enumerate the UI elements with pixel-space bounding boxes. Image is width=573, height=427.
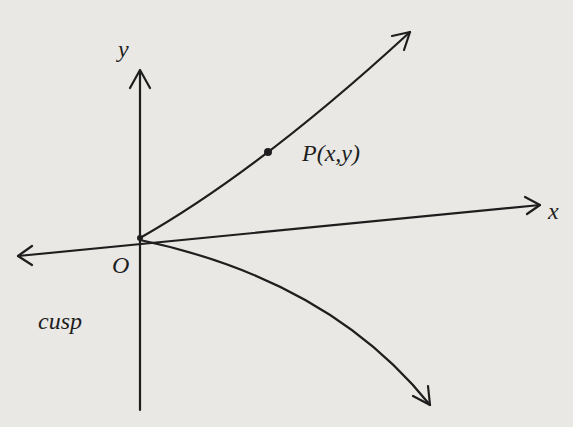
axis-arrowhead	[130, 70, 150, 88]
cusp-label: cusp	[38, 308, 82, 334]
axis-arrowhead	[18, 246, 32, 265]
origin-dot	[137, 235, 143, 241]
axis-label: x	[548, 198, 559, 224]
x-axis	[18, 205, 540, 256]
lower-branch	[140, 240, 430, 405]
axis-label: y	[118, 36, 129, 62]
axis-arrowhead	[525, 197, 540, 214]
curve-arrowhead	[413, 386, 430, 405]
curve-arrowhead	[392, 32, 410, 50]
point-dot	[264, 148, 272, 156]
point-label: P(x,y)	[302, 140, 360, 166]
origin-label: O	[112, 252, 129, 278]
upper-branch	[140, 32, 410, 238]
